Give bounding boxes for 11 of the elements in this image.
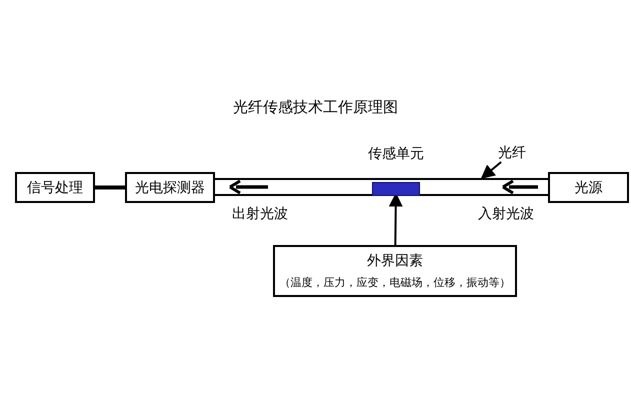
detector-box: 光电探测器: [125, 172, 215, 203]
light-source-box: 光源: [548, 172, 629, 203]
sensing-unit-label: 传感单元: [368, 145, 424, 163]
wave-label: 出射光波: [232, 205, 288, 223]
factor-box: 外界因素 （温度，压力，应变，电磁场，位移，振动等）: [273, 245, 517, 297]
fiber-label: 光纤: [495, 144, 529, 162]
leader-line: [480, 161, 502, 179]
diagram-title: 光纤传感技术工作原理图: [232, 98, 399, 117]
wave-label: 入射光波: [478, 205, 534, 223]
connector-line: [95, 186, 125, 190]
process-box: 信号处理: [15, 172, 95, 203]
